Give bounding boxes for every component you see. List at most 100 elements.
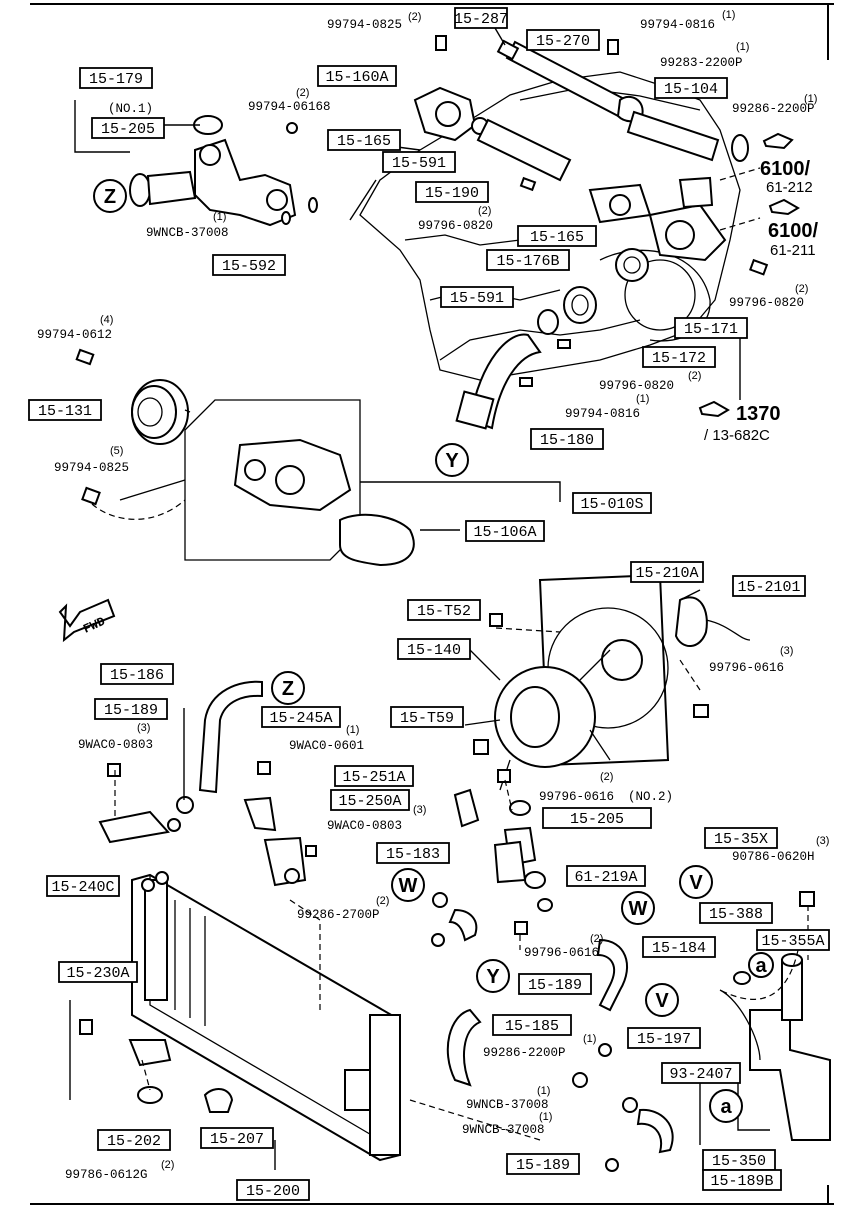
part-number: 15-171: [684, 321, 738, 338]
part-label-15-104: 15-104: [654, 77, 728, 99]
part-number: 15-592: [222, 258, 276, 275]
part-number: 15-205: [101, 121, 155, 138]
quantity-label: (1): [346, 724, 359, 736]
coolant-valve: [453, 769, 553, 935]
part-number: 15-180: [540, 432, 594, 449]
part-number: 15-591: [392, 155, 446, 172]
fastener-code: 99796-0616: [709, 661, 784, 675]
part-label-15-165: 15-165: [327, 129, 401, 151]
upper-pipe: [496, 39, 644, 123]
quantity-label: (2): [590, 933, 603, 945]
fastener-code: 9WAC0-0803: [78, 738, 153, 752]
part-label-15-202: 15-202: [97, 1129, 171, 1151]
quantity-label: (3): [816, 835, 829, 847]
part-number: 15-350: [712, 1153, 766, 1170]
radiator: [131, 871, 401, 1162]
heater-hoses: [431, 892, 674, 1172]
part-number: 15-106A: [473, 524, 536, 541]
connection-marker-w: W: [621, 891, 655, 925]
quantity-label: (1): [722, 9, 735, 21]
fastener-code: 99794-0816: [640, 18, 715, 32]
part-label-15-592: 15-592: [212, 254, 286, 276]
part-number: 15-388: [709, 906, 763, 923]
part-number: 15-179: [89, 71, 143, 88]
water-outlet-assembly: [129, 115, 318, 227]
part-number: 15-591: [450, 290, 504, 307]
part-label-15-131: 15-131: [28, 399, 102, 421]
reference-arrows: [698, 132, 800, 418]
part-number: 15-270: [536, 33, 590, 50]
part-label-15-t59: 15-T59: [390, 706, 464, 728]
part-label-15-2101: 15-2101: [732, 575, 806, 597]
part-label-15-245a: 15-245A: [261, 706, 341, 728]
quantity-label: (2): [795, 283, 808, 295]
fastener-code: 99796-0820: [599, 379, 674, 393]
connection-marker-v: V: [679, 865, 713, 899]
marker-letter: V: [655, 990, 669, 1012]
part-label-15-287: 15-287: [454, 7, 508, 29]
part-label-15-171: 15-171: [674, 317, 748, 339]
part-label-15-179: 15-179: [79, 67, 153, 89]
part-label-15-205: 15-205: [91, 117, 165, 139]
part-number: 15-205: [570, 811, 624, 828]
ref-1370: 1370: [736, 403, 781, 425]
marker-letter: W: [629, 898, 648, 920]
fastener-code: 99796-0820: [729, 296, 804, 310]
part-label-15-190: 15-190: [415, 181, 489, 203]
marker-letter: V: [689, 872, 703, 894]
quantity-label: (5): [110, 445, 123, 457]
fastener-code: 99796-0616: [524, 946, 599, 960]
part-number: 15-250A: [338, 793, 401, 810]
quantity-label: (1): [736, 41, 749, 53]
part-number: 15-189B: [710, 1173, 773, 1190]
connection-marker-y: Y: [476, 959, 510, 993]
part-label-15-189: 15-189: [506, 1153, 580, 1175]
fastener-code: 99794-0825: [54, 461, 129, 475]
quantity-label: (4): [100, 314, 113, 326]
quantity-label: (2): [478, 205, 491, 217]
fastener-code: 99786-0612G: [65, 1168, 148, 1182]
leader-lines: [69, 27, 770, 1170]
fastener-code: 99286-2200P: [732, 102, 815, 116]
part-number: 15-T52: [417, 603, 471, 620]
quantity-label: (1): [804, 93, 817, 105]
fastener-code: 99794-0612: [37, 328, 112, 342]
thermostat-housing: [413, 86, 727, 262]
fastener-code: 99794-06168: [248, 100, 331, 114]
part-label-15-210a: 15-210A: [630, 561, 704, 583]
fastener-code: 99796-0820: [418, 219, 493, 233]
connection-marker-a: a: [748, 952, 774, 978]
part-label-15-189b: 15-189B: [702, 1169, 782, 1191]
connection-marker-v: V: [645, 983, 679, 1017]
part-label-15-183: 15-183: [376, 842, 450, 864]
marker-letter: Z: [282, 678, 294, 700]
ref-61-211: 61-211: [770, 242, 816, 259]
part-label-15-172: 15-172: [642, 346, 716, 368]
radiator-mounts: [79, 1019, 234, 1113]
upper-radiator-hose: [198, 680, 263, 794]
part-number: 15-104: [664, 81, 718, 98]
connection-marker-z: Z: [271, 671, 305, 705]
part-number: 15-184: [652, 940, 706, 957]
part-label-15-010s: 15-010S: [572, 492, 652, 514]
connection-marker-y: Y: [435, 443, 469, 477]
ref-6100-b: 6100/: [768, 220, 818, 242]
part-label-15-205: 15-205: [542, 807, 652, 829]
fastener-code: 99794-0825: [327, 18, 402, 32]
fastener-code: 99286-2700P: [297, 908, 380, 922]
part-number: 15-172: [652, 350, 706, 367]
water-pump-box: [119, 399, 415, 567]
note-no2: (NO.2): [628, 790, 673, 804]
part-label-15-250a: 15-250A: [330, 789, 410, 811]
ref-13-682c: / 13-682C: [704, 427, 770, 444]
quantity-label: (3): [780, 645, 793, 657]
part-number: 15-230A: [66, 965, 129, 982]
part-label-15-165: 15-165: [517, 225, 597, 247]
coolant-reservoir: [719, 891, 831, 1141]
part-label-15-184: 15-184: [642, 936, 716, 958]
part-number: 15-T59: [400, 710, 454, 727]
part-label-15-200: 15-200: [236, 1179, 310, 1201]
note-no1: (NO.1): [108, 102, 153, 116]
